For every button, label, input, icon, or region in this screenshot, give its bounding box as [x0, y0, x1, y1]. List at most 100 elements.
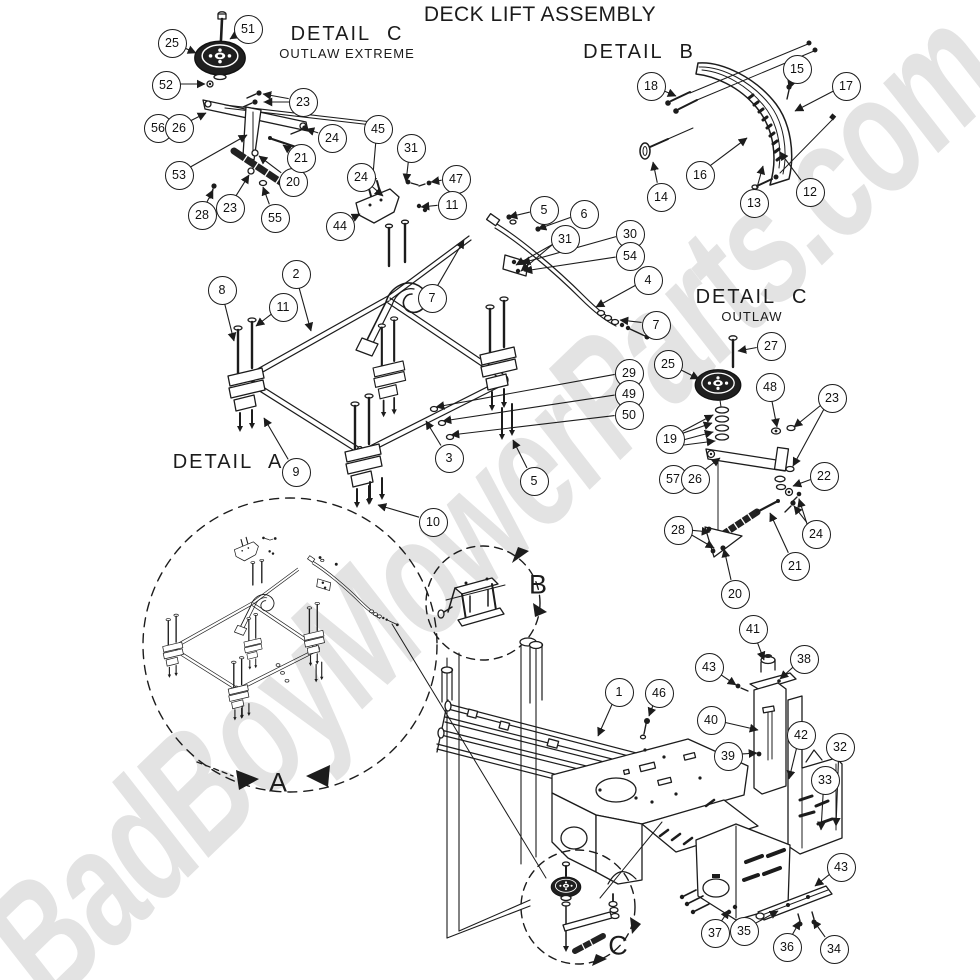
callout-48: 48: [755, 372, 785, 402]
leader-line-14: [650, 161, 659, 183]
leader-line-32: [831, 759, 841, 827]
detail-c-extreme-title: DETAIL C: [290, 23, 404, 45]
leader-line-24: [305, 127, 319, 136]
page-title: DECK LIFT ASSEMBLY: [423, 3, 657, 26]
callout-31: 31: [396, 133, 426, 163]
leader-line-19: [681, 421, 713, 435]
leader-line-9: [263, 417, 289, 460]
leader-line-54: [523, 256, 616, 275]
leader-line-11: [420, 201, 438, 211]
callout-8: 8: [207, 275, 237, 305]
callout-4: 4: [633, 265, 663, 295]
leader-line-5: [512, 439, 528, 469]
callout-18: 18: [636, 71, 666, 101]
callout-9: 9: [281, 457, 311, 487]
callout-38: 38: [789, 644, 819, 674]
callout-43: 43: [826, 852, 856, 882]
leader-line-24: [793, 505, 808, 523]
detail-c-outlaw-title: DETAIL C: [695, 286, 809, 308]
leader-line-27: [737, 345, 757, 354]
callout-15: 15: [782, 54, 812, 84]
leader-line-7: [437, 239, 465, 286]
callout-40: 40: [696, 705, 726, 735]
callout-3: 3: [434, 443, 464, 473]
callout-55: 55: [260, 203, 290, 233]
leader-line-17: [794, 90, 834, 112]
callout-24: 24: [346, 162, 376, 192]
view-letter-A: A: [268, 767, 288, 798]
frame-part: [436, 637, 759, 939]
callout-21: 21: [780, 551, 810, 581]
callout-43: 43: [694, 652, 724, 682]
callout-28: 28: [663, 515, 693, 545]
leader-line-26: [704, 457, 721, 471]
leader-line-47: [430, 176, 442, 185]
leader-line-35: [754, 910, 779, 925]
leader-line-38: [779, 666, 794, 680]
detail-a-view: [142, 497, 438, 793]
callout-25: 25: [157, 28, 187, 58]
callout-23: 23: [215, 193, 245, 223]
detail-a-title: DETAIL A: [172, 451, 284, 473]
callout-42: 42: [786, 720, 816, 750]
leader-line-23: [262, 91, 289, 100]
callout-17: 17: [831, 71, 861, 101]
leader-line-43: [718, 673, 737, 686]
callout-32: 32: [825, 732, 855, 762]
view-b-circle: [425, 545, 547, 661]
leader-line-33: [817, 792, 826, 831]
leader-line-42: [786, 746, 798, 780]
leader-line-50: [450, 415, 615, 439]
detail-c-extreme-label: DETAIL C OUTLAW EXTREME: [279, 23, 415, 62]
leader-line-1: [597, 703, 614, 737]
callout-5: 5: [529, 195, 559, 225]
callout-53: 53: [164, 160, 194, 190]
callout-28: 28: [187, 200, 217, 230]
callout-41: 41: [738, 614, 768, 644]
callout-46: 46: [644, 678, 674, 708]
callout-1: 1: [604, 677, 634, 707]
callout-12: 12: [795, 177, 825, 207]
callout-35: 35: [729, 916, 759, 946]
detail-b-title: DETAIL B: [583, 41, 695, 63]
callout-23: 23: [817, 383, 847, 413]
leader-line-21: [769, 512, 789, 553]
leader-line-49: [442, 394, 615, 425]
leader-line-7: [619, 316, 642, 326]
detail-a-label: DETAIL A: [173, 451, 284, 474]
callout-10: 10: [418, 507, 448, 537]
callout-5: 5: [519, 466, 549, 496]
callout-33: 33: [810, 765, 840, 795]
detail-c-extreme-subtitle: OUTLAW EXTREME: [279, 46, 415, 61]
leader-line-4: [595, 285, 636, 308]
detail-c-outlaw-subtitle: OUTLAW: [721, 309, 783, 324]
leader-line-5: [508, 210, 530, 220]
callout-11: 11: [268, 292, 298, 322]
callout-24: 24: [801, 519, 831, 549]
detail-b-label: DETAIL B: [583, 41, 695, 64]
callout-31: 31: [550, 224, 580, 254]
callout-26: 26: [680, 464, 710, 494]
detail-b-part: [639, 40, 837, 190]
leader-line-13: [756, 165, 766, 190]
leader-line-20: [721, 548, 732, 580]
callout-14: 14: [646, 182, 676, 212]
callout-34: 34: [819, 934, 849, 964]
callout-26: 26: [164, 113, 194, 143]
leader-line-25: [678, 368, 700, 380]
callout-11: 11: [437, 190, 467, 220]
leader-line-10: [377, 503, 420, 518]
leader-line-43: [814, 874, 830, 887]
leader-line-26: [189, 112, 207, 122]
callout-7: 7: [641, 310, 671, 340]
callout-13: 13: [739, 188, 769, 218]
leader-line-22: [792, 479, 811, 488]
callout-27: 27: [756, 331, 786, 361]
view-letter-C: C: [608, 930, 628, 961]
leader-line-23: [793, 405, 821, 428]
callout-51: 51: [233, 14, 263, 44]
callout-23: 23: [288, 87, 318, 117]
leader-line-16: [709, 137, 748, 167]
